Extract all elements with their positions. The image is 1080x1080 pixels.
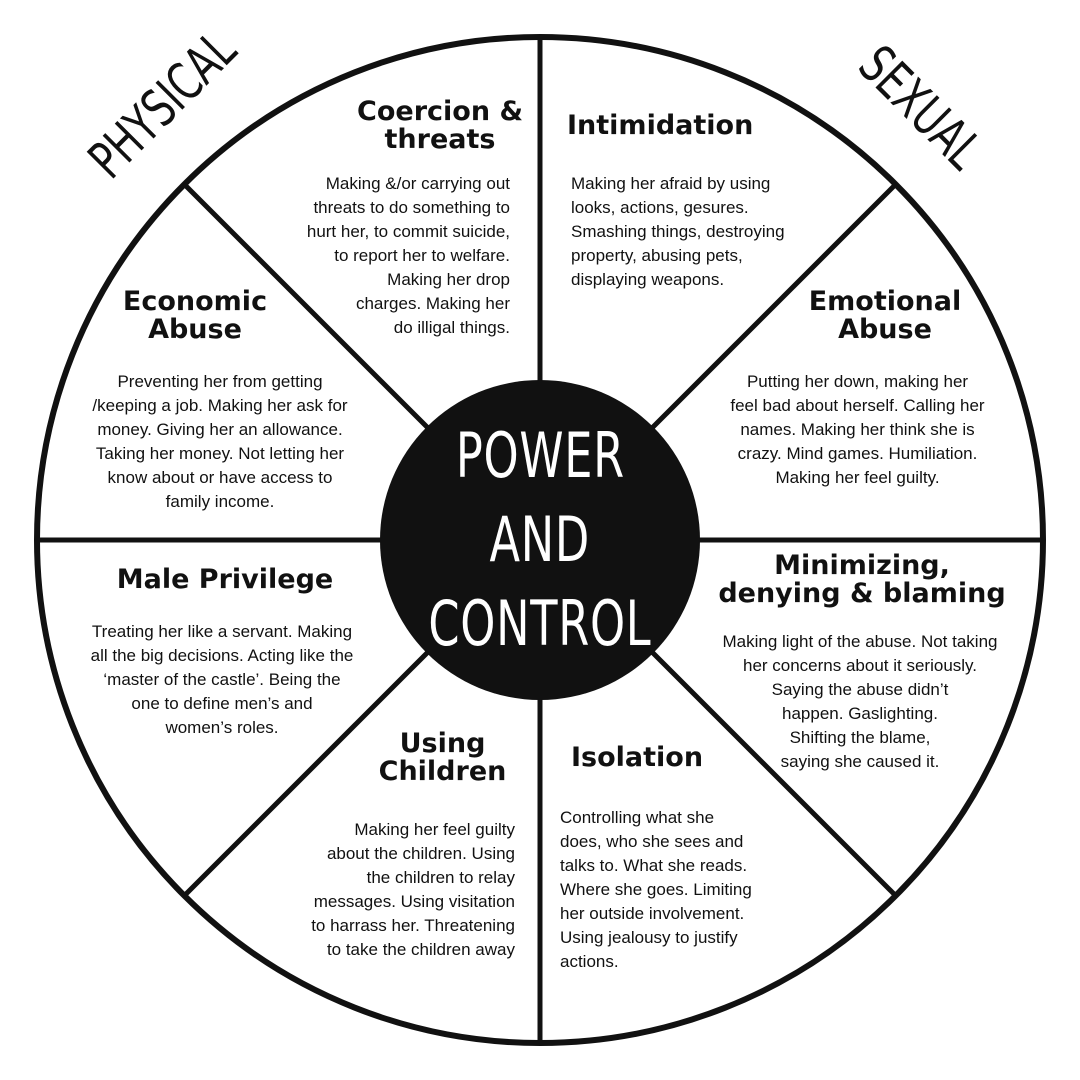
center-hub-label: POWER AND CONTROL (380, 380, 700, 700)
segment-text-children: Making her feel guilty about the childre… (311, 820, 515, 959)
segment-title-coercion: Coercion & threats (357, 96, 523, 155)
segment-text-economic: Preventing her from getting /keeping a j… (92, 372, 348, 511)
segment-title-minimizing: Minimizing, denying & blaming (718, 550, 1006, 609)
segment-title-intimidation: Intimidation (567, 110, 754, 141)
segment-title-emotional: Emotional Abuse (808, 286, 962, 345)
hub-line-and: AND (489, 503, 591, 576)
segment-text-minimizing: Making light of the abuse. Not taking he… (722, 632, 998, 771)
segment-text-emotional: Putting her down, making her feel bad ab… (730, 372, 985, 487)
hub-line-control: CONTROL (428, 587, 652, 660)
segment-text-intimidation: Making her afraid by using looks, action… (571, 174, 785, 289)
segment-title-economic: Economic Abuse (122, 286, 268, 345)
segment-title-male-privilege: Male Privilege (116, 564, 334, 595)
hub-line-power: POWER (455, 419, 625, 492)
segment-title-isolation: Isolation (571, 742, 704, 773)
segment-text-isolation: Controlling what she does, who she sees … (560, 808, 752, 971)
center-hub (380, 380, 700, 700)
segment-title-children: Using Children (378, 728, 507, 787)
segment-text-coercion: Making &/or carrying out threats to do s… (306, 174, 510, 337)
segment-text-male-privilege: Treating her like a servant. Making all … (90, 622, 354, 737)
